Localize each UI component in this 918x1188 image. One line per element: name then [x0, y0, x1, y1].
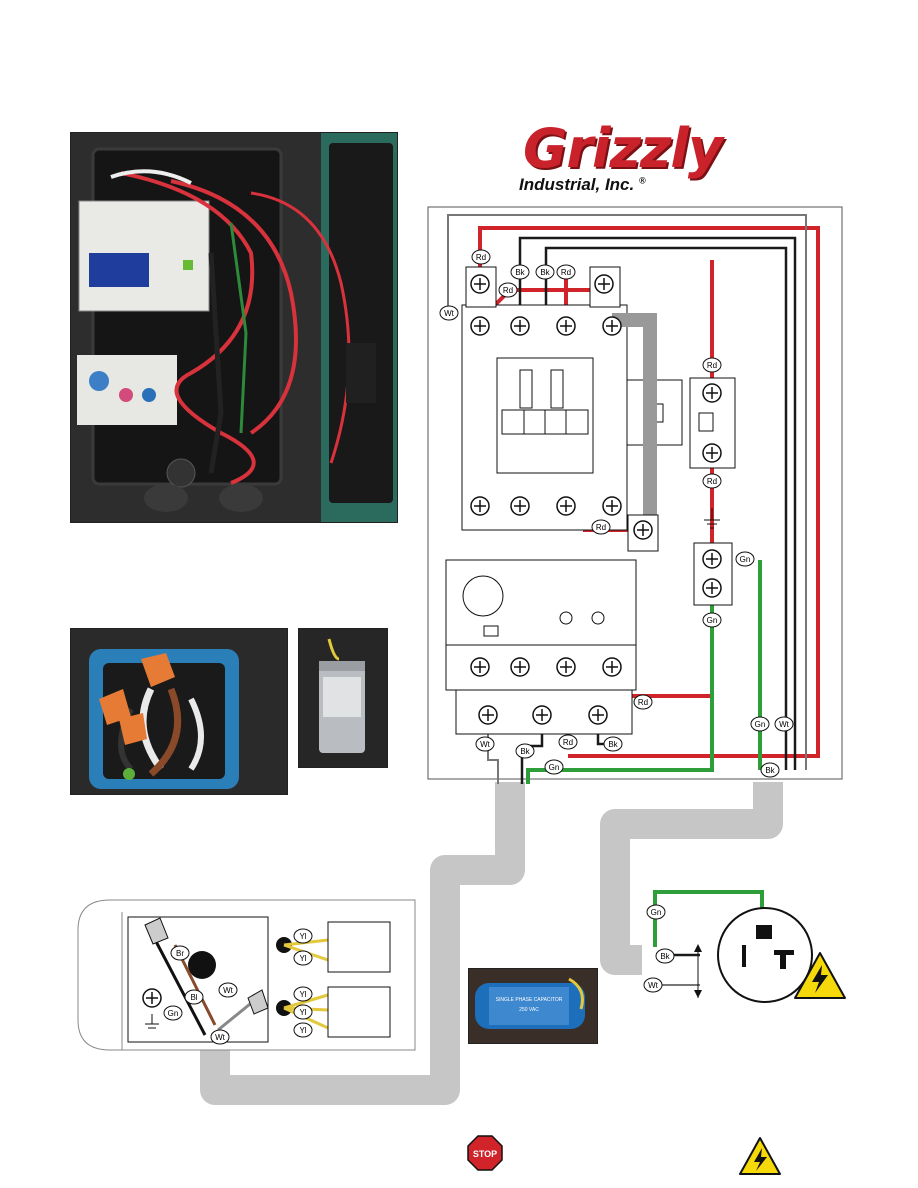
svg-text:Gn: Gn: [707, 616, 718, 625]
label-yl-5: Yl: [293, 1022, 313, 1038]
svg-text:Wt: Wt: [223, 986, 234, 995]
svg-text:Gn: Gn: [651, 908, 662, 917]
svg-text:Rd: Rd: [707, 477, 717, 486]
photo-run-capacitor: SINGLE PHASE CAPACITOR 250 VAC: [468, 968, 598, 1044]
label-gn-3: Gn: [750, 716, 770, 732]
label-rd-4: Rd: [702, 357, 722, 373]
svg-text:Rd: Rd: [707, 361, 717, 370]
label-bk-6: Bk: [655, 948, 675, 964]
svg-text:Rd: Rd: [503, 286, 513, 295]
svg-text:Bk: Bk: [660, 952, 670, 961]
capacitor-label-line2: 250 VAC: [519, 1007, 539, 1013]
wire-label-bubbles: Rd Bk Bk Rd Rd Wt Rd Rd Rd Gn Gn Rd Gn W…: [163, 249, 794, 1045]
svg-text:Yl: Yl: [299, 932, 306, 941]
conduit-box-to-plug: [600, 782, 783, 975]
svg-text:Bk: Bk: [608, 740, 618, 749]
svg-text:Gn: Gn: [740, 555, 751, 564]
label-rd-8: Rd: [558, 734, 578, 750]
svg-text:Yl: Yl: [299, 1026, 306, 1035]
grizzly-logo: Grizzly Industrial, Inc. ®: [515, 120, 730, 200]
svg-text:Wt: Wt: [648, 981, 659, 990]
label-gn-6: Gn: [163, 1005, 183, 1021]
svg-text:Bk: Bk: [540, 268, 550, 277]
svg-text:Bk: Bk: [765, 766, 775, 775]
svg-text:Rd: Rd: [563, 738, 573, 747]
label-yl-3: Yl: [293, 986, 313, 1002]
svg-text:Yl: Yl: [299, 1008, 306, 1017]
svg-text:Wt: Wt: [215, 1033, 226, 1042]
svg-text:Yl: Yl: [299, 954, 306, 963]
photo-contactor-box: [70, 132, 398, 523]
photo-junction-box: [70, 628, 288, 795]
capacitor-label-line1: SINGLE PHASE CAPACITOR: [496, 997, 563, 1003]
label-wt-2: Wt: [774, 716, 794, 732]
label-gn-4: Gn: [544, 759, 564, 775]
motor-junction-box: [77, 899, 416, 1051]
label-rd-7: Rd: [633, 694, 653, 710]
electrical-warning-icon: [794, 952, 846, 999]
label-rd-3: Rd: [498, 282, 518, 298]
label-rd-5: Rd: [702, 473, 722, 489]
label-yl-4: Yl: [293, 1004, 313, 1020]
label-rd-6: Rd: [591, 519, 611, 535]
svg-text:Gn: Gn: [549, 763, 560, 772]
label-br-1: Br: [170, 945, 190, 961]
svg-text:Wt: Wt: [480, 740, 491, 749]
svg-text:Yl: Yl: [299, 990, 306, 999]
label-gn-2: Gn: [702, 612, 722, 628]
svg-text:Rd: Rd: [596, 523, 606, 532]
label-bk-4: Bk: [603, 736, 623, 752]
label-bl-1: Bl: [184, 989, 204, 1005]
warning-icon-bottom: [739, 1137, 781, 1175]
label-bk-1: Bk: [510, 264, 530, 280]
svg-text:Rd: Rd: [476, 253, 486, 262]
svg-text:Wt: Wt: [779, 720, 790, 729]
svg-text:Gn: Gn: [755, 720, 766, 729]
photo-capacitor: [298, 628, 388, 768]
label-yl-1: Yl: [293, 928, 313, 944]
logo-subtitle-text: Industrial, Inc.: [519, 175, 635, 194]
logo-registered-mark: ®: [638, 175, 646, 186]
label-rd-2: Rd: [556, 264, 576, 280]
svg-text:Bl: Bl: [190, 993, 197, 1002]
contactor: [461, 266, 683, 552]
svg-text:STOP: STOP: [473, 1149, 497, 1159]
svg-text:Wt: Wt: [444, 309, 455, 318]
power-plug: [632, 907, 813, 1003]
logo-title: Grizzly: [523, 117, 723, 180]
overload-relay: [445, 559, 637, 735]
label-wt-6: Wt: [210, 1029, 230, 1045]
stop-icon: STOP: [467, 1135, 503, 1171]
label-wt-1: Wt: [439, 305, 459, 321]
svg-text:Rd: Rd: [561, 268, 571, 277]
label-yl-2: Yl: [293, 950, 313, 966]
label-gn-1: Gn: [735, 551, 755, 567]
svg-text:Bk: Bk: [515, 268, 525, 277]
svg-text:Rd: Rd: [638, 698, 648, 707]
switch-block: [689, 377, 736, 469]
label-wt-3: Wt: [475, 736, 495, 752]
label-wt-4: Wt: [643, 977, 663, 993]
label-bk-2: Bk: [535, 264, 555, 280]
label-rd-1: Rd: [471, 249, 491, 265]
label-gn-5: Gn: [646, 904, 666, 920]
logo-subtitle: Industrial, Inc. ®: [519, 175, 646, 195]
ground-terminal: [693, 508, 733, 606]
conduit-box-to-motor: [200, 782, 525, 1105]
svg-text:Gn: Gn: [168, 1009, 179, 1018]
label-bk-3: Bk: [515, 743, 535, 759]
label-wt-5: Wt: [218, 982, 238, 998]
label-bk-5: Bk: [760, 762, 780, 778]
svg-text:Br: Br: [176, 949, 184, 958]
svg-text:Bk: Bk: [520, 747, 530, 756]
